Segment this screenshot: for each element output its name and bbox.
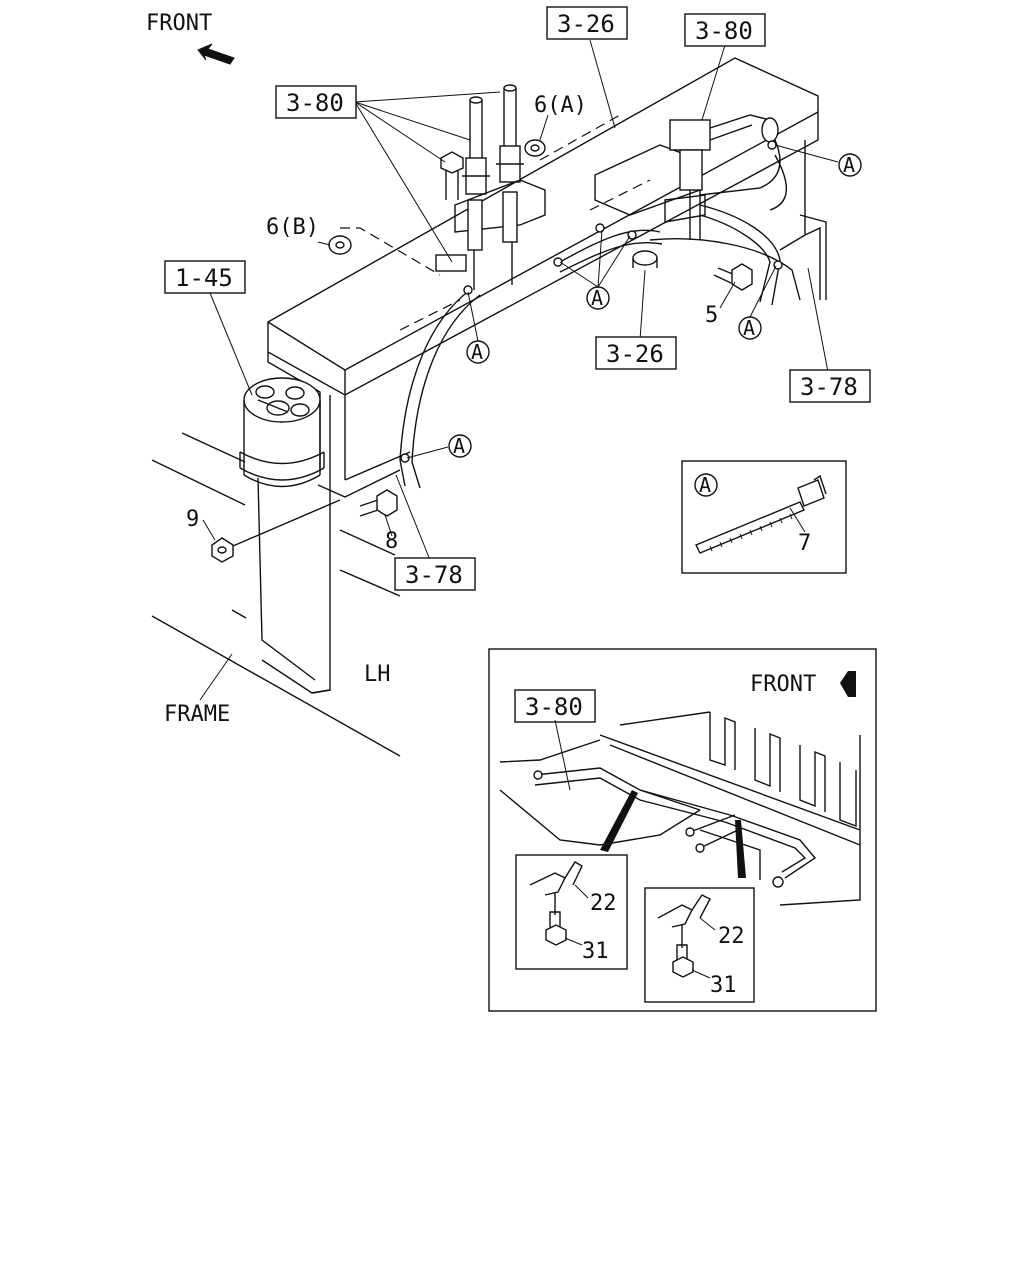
svg-text:3-80: 3-80 <box>525 693 583 721</box>
ref-box-3-80-left: 3-80 <box>275 85 357 119</box>
part-31-b: 31 <box>710 973 737 998</box>
svg-text:3-80: 3-80 <box>286 89 344 117</box>
frame-leader <box>199 653 233 701</box>
svg-text:A: A <box>743 316 755 340</box>
svg-text:1-45: 1-45 <box>175 264 233 292</box>
lh-label: LH <box>364 662 391 687</box>
callout-a-3: A <box>586 286 610 310</box>
part-7: 7 <box>798 531 811 556</box>
part-31-a: 31 <box>582 939 609 964</box>
svg-text:A: A <box>591 286 603 310</box>
clip-detail-1: 22 31 <box>515 854 628 970</box>
svg-text:3-78: 3-78 <box>800 373 858 401</box>
expansion-valve <box>594 114 788 240</box>
bolt-8 <box>359 489 398 517</box>
ref-box-3-26-mid: 3-26 <box>595 336 677 370</box>
front-arrow-icon <box>197 43 235 65</box>
hidden-lines <box>340 114 651 331</box>
refrigerant-pipes <box>328 84 546 290</box>
ref-box-3-78-bottom: 3-78 <box>394 557 476 591</box>
bolt-5 <box>713 263 753 291</box>
callout-a-4: A <box>738 316 762 340</box>
hoses <box>399 204 801 489</box>
callout-a-2: A <box>466 340 490 364</box>
callout-a-5: A <box>448 434 472 458</box>
leader-lines <box>202 39 839 561</box>
part-9: 9 <box>186 507 199 532</box>
clip-detail-2: 22 31 <box>644 887 755 1003</box>
svg-text:A: A <box>453 434 465 458</box>
svg-text:3-78: 3-78 <box>405 561 463 589</box>
callout-a-1: A <box>838 153 862 177</box>
ref-box-1-45: 1-45 <box>164 260 246 294</box>
svg-text:3-26: 3-26 <box>557 10 615 38</box>
svg-text:A: A <box>843 153 855 177</box>
frame-rails <box>151 432 401 757</box>
svg-text:3-80: 3-80 <box>695 17 753 45</box>
part-8: 8 <box>385 529 398 554</box>
cable-tie-detail: A 7 <box>681 460 847 574</box>
part-5: 5 <box>705 303 718 328</box>
front-label-top: FRONT <box>146 11 212 36</box>
receiver-dryer <box>239 377 325 488</box>
part-6a: 6(A) <box>534 93 587 118</box>
front-label-inset: FRONT <box>750 672 816 697</box>
ref-box-3-80-inset: 3-80 <box>514 689 596 723</box>
part-22-b: 22 <box>718 924 745 949</box>
ref-box-3-26-top: 3-26 <box>546 6 628 40</box>
svg-text:3-26: 3-26 <box>606 340 664 368</box>
part-6b: 6(B) <box>266 215 319 240</box>
ref-box-3-80-right: 3-80 <box>684 13 766 47</box>
frame-label: FRAME <box>164 702 230 727</box>
ref-box-3-78-right: 3-78 <box>789 369 871 403</box>
svg-text:A: A <box>699 473 711 497</box>
part-22-a: 22 <box>590 891 617 916</box>
nut-9 <box>211 499 341 563</box>
svg-text:A: A <box>471 340 483 364</box>
inset-panel: FRONT 3-80 <box>488 648 877 1012</box>
front-arrow-inset-icon <box>840 671 856 697</box>
